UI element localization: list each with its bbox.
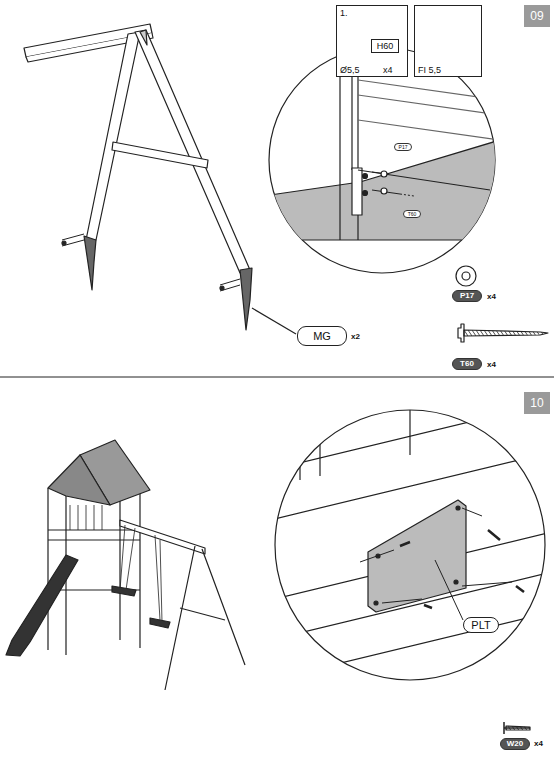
part-label: x4 [383, 66, 393, 75]
part-tag: W20 [500, 738, 530, 750]
step-number: 09 [524, 5, 550, 27]
part-label: P17 [399, 145, 408, 150]
part-label: 09 [530, 10, 543, 22]
part-tag: T60 [403, 210, 421, 218]
part-label: Ø5,5 [340, 66, 360, 75]
part-label: P17 [460, 292, 474, 300]
tool-panel: 1. Ø5,5 x4 H60 [336, 5, 408, 77]
part-tag: T60 [452, 358, 482, 370]
part-tag: P17 [452, 290, 482, 302]
part-label: W20 [507, 740, 523, 748]
part-tag: PLT [463, 617, 499, 633]
part-label: T60 [460, 360, 474, 368]
quantity-label: x4 [487, 361, 496, 369]
quantity-label: x2 [351, 333, 360, 341]
part-label: H60 [377, 42, 394, 51]
bit-length-box: H60 [371, 39, 399, 53]
part-label: PLT [471, 620, 490, 631]
part-label: T60 [408, 212, 417, 217]
part-label: MG [313, 331, 331, 342]
part-label: FI 5,5 [418, 66, 441, 75]
step-number: 10 [524, 392, 550, 414]
quantity-label: x4 [534, 740, 543, 748]
quantity-label: x4 [487, 293, 496, 301]
part-label: 1. [340, 9, 348, 18]
part-tag: MG [297, 326, 347, 346]
tool-panel: FI 5,5 [414, 5, 482, 77]
part-tag: P17 [394, 143, 412, 151]
part-label: 10 [530, 397, 543, 409]
